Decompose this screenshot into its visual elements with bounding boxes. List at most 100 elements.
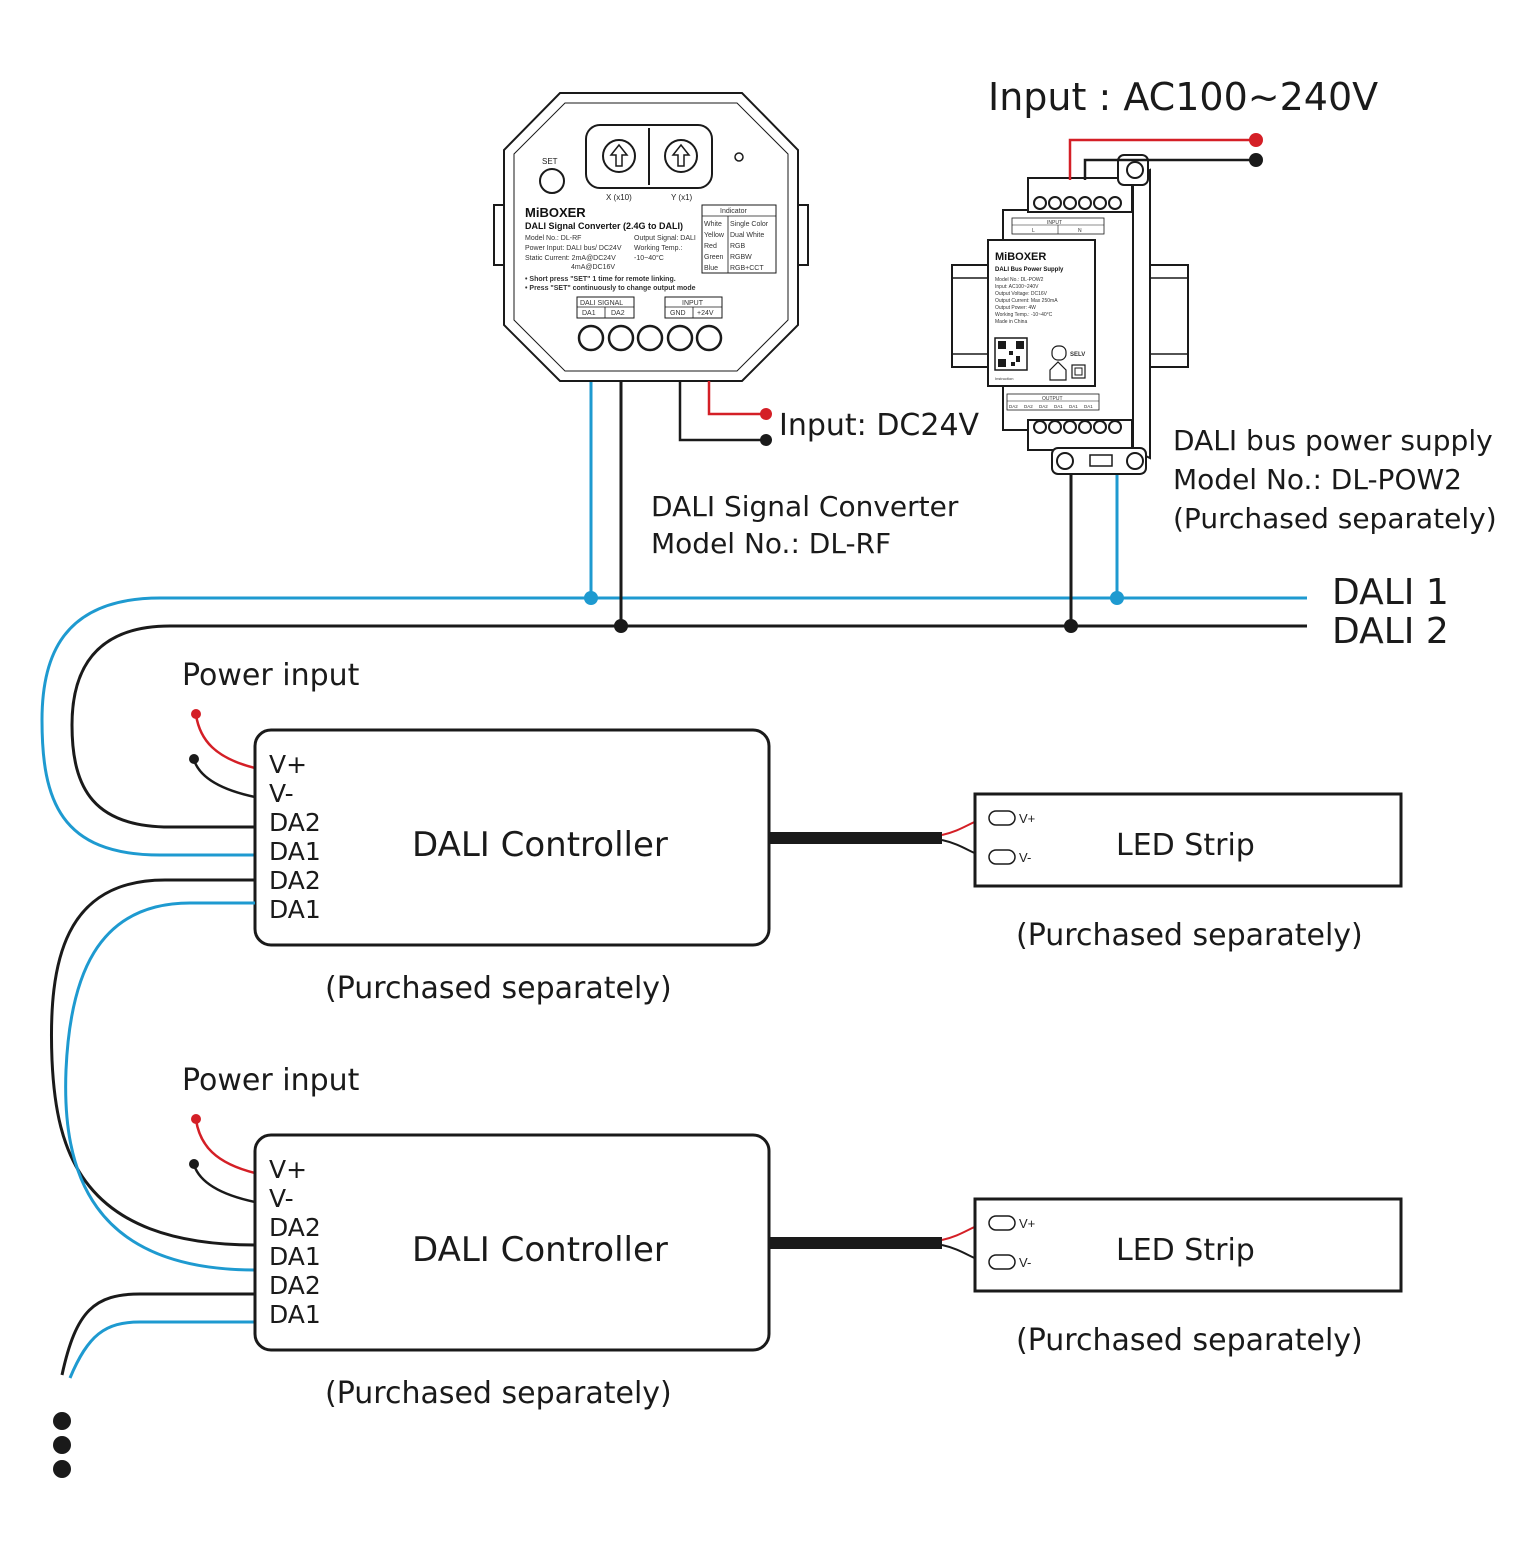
converter-product: DALI Signal Converter (2.4G to DALI)	[525, 221, 683, 231]
controller-2-term-5: DA1	[269, 1300, 321, 1329]
terminal-screw-icon	[1063, 420, 1077, 434]
converter-inner-outline	[513, 102, 789, 372]
set-button	[539, 168, 565, 194]
controller-2-term-3: DA1	[269, 1242, 321, 1271]
psu-title: DALI bus power supply	[1173, 424, 1493, 457]
led-strip-2-vminus: V-	[1019, 1255, 1031, 1270]
dali-signal-frame	[576, 296, 635, 319]
dial-x-label: X (x10)	[606, 193, 632, 202]
led-strip-1: V+ V- LED Strip (Purchased separately)	[973, 792, 1403, 953]
controller-1-box	[253, 728, 771, 947]
mount-hole-icon	[1056, 452, 1074, 470]
controller-1-term-5: DA1	[269, 895, 321, 924]
psu-spec-0: Model No.: DL-POW2	[995, 277, 1044, 283]
qr-module	[1011, 362, 1015, 366]
controller-1-output-cable	[770, 832, 942, 844]
led-strip-2-note: (Purchased separately)	[1016, 1323, 1363, 1358]
psu-note: (Purchased separately)	[1173, 502, 1497, 535]
dali-signal-converter: X (x10) Y (x1) SET MiBOXER DALI Signal C…	[493, 92, 980, 560]
negative-terminal-dot	[1249, 153, 1263, 167]
indicator-row-1-mode: Dual White	[730, 232, 764, 239]
dali1-label: DALI 1	[1332, 572, 1449, 613]
dali-bus-power-supply: INPUT L N MiBOXER DALI Bus Power Supply …	[951, 75, 1497, 535]
solder-pad-icon	[988, 810, 1016, 826]
converter-spec-2: Static Current: 2mA@DC24V	[525, 255, 616, 262]
converter-note-0: • Short press "SET" 1 time for remote li…	[525, 276, 676, 283]
psu-model: Model No.: DL-POW2	[1173, 463, 1462, 496]
y-dial-icon	[664, 139, 698, 173]
controller-2-term-0: V+	[269, 1155, 307, 1184]
controller-2-box	[253, 1133, 771, 1352]
controller-chain	[50, 878, 256, 1478]
more-dot-icon	[53, 1412, 71, 1430]
converter-model: Model No.: DL-RF	[651, 527, 891, 560]
ac-n-wire	[1083, 158, 1252, 180]
negative-terminal-dot	[189, 1159, 199, 1169]
term-24v-label: +24V	[697, 310, 714, 317]
term-da2-label: DA2	[611, 310, 625, 317]
terminal-screw-icon	[1108, 420, 1122, 434]
controller-1-term-4: DA2	[269, 866, 321, 895]
terminal-screw-icon	[607, 324, 635, 352]
solder-pad-icon	[988, 1215, 1016, 1231]
psu-out-0: DA2	[1009, 404, 1018, 409]
controller-2-term-4: DA2	[269, 1271, 321, 1300]
terminal-screw-icon	[1093, 196, 1107, 210]
continue-dali2-wire	[60, 1292, 255, 1376]
psu-out-2: DA2	[1039, 404, 1048, 409]
psu-out-3: DA1	[1054, 404, 1063, 409]
led-strip-1-box	[973, 792, 1403, 888]
dial-arrow	[671, 143, 691, 167]
dial-arrow	[609, 143, 629, 167]
indicator-row-3-color: Green	[704, 254, 724, 261]
terminal-screw-icon	[1063, 196, 1077, 210]
psu-brand: MiBOXER	[995, 251, 1046, 263]
led-strip-1-note: (Purchased separately)	[1016, 918, 1363, 953]
terminal-screw-icon	[577, 324, 605, 352]
psu-out-4: DA1	[1069, 404, 1078, 409]
dc24v-positive-wire	[707, 381, 764, 416]
psu-spec-4: Output Power: 4W	[995, 305, 1036, 311]
psu-input-n: N	[1078, 228, 1082, 234]
terminal-screw-icon	[1033, 196, 1047, 210]
psu-instruction: Instruction	[995, 376, 1013, 381]
input-block-label: INPUT	[682, 300, 704, 307]
class-ii-inner	[1074, 367, 1083, 376]
chain-dali1-wire	[64, 901, 256, 1272]
psu-out-1: DA2	[1024, 404, 1033, 409]
qr-module	[1016, 356, 1020, 362]
continue-dali1-wire	[68, 1320, 255, 1379]
controller-1-term-2: DA2	[269, 808, 321, 837]
indicator-row-0-mode: Single Color	[730, 221, 769, 228]
terminal-screw-icon	[636, 324, 664, 352]
dali2-label: DALI 2	[1332, 611, 1449, 652]
psu-spec-2: Output Voltage: DC16V	[995, 291, 1048, 297]
qr-module	[1016, 341, 1024, 349]
converter-input-label: Input: DC24V	[779, 408, 980, 443]
junction-dot	[1110, 591, 1124, 605]
psu-spec-1: Input: AC100~240V	[995, 284, 1039, 290]
led-strip-1-vplus: V+	[1019, 811, 1035, 826]
controller-2-vminus-wire	[192, 1164, 256, 1204]
psu-output-frame	[1006, 393, 1100, 411]
positive-terminal-dot	[1249, 133, 1263, 147]
converter-title: DALI Signal Converter	[651, 490, 959, 523]
led-strip-2-vplus: V+	[1019, 1216, 1035, 1231]
led-strip-2-box	[973, 1197, 1403, 1293]
indicator-row-3-mode: RGBW	[730, 254, 752, 261]
term-da1-label: DA1	[582, 310, 596, 317]
controller-2-term-2: DA2	[269, 1213, 321, 1242]
junction-dot	[584, 591, 598, 605]
controller-2-term-1: V-	[269, 1184, 294, 1213]
ac-l-wire	[1068, 138, 1252, 180]
indicator-row-2-color: Red	[704, 243, 717, 250]
psu-side	[1132, 168, 1151, 460]
controller-1-title: DALI Controller	[412, 825, 668, 865]
term-gnd-label: GND	[670, 310, 686, 317]
more-dot-icon	[53, 1436, 71, 1454]
indoor-use-icon	[1049, 361, 1067, 381]
controller-1-vplus-wire	[194, 714, 256, 770]
positive-terminal-dot	[191, 1114, 201, 1124]
negative-terminal-dot	[760, 434, 772, 446]
controller-1-term-3: DA1	[269, 837, 321, 866]
